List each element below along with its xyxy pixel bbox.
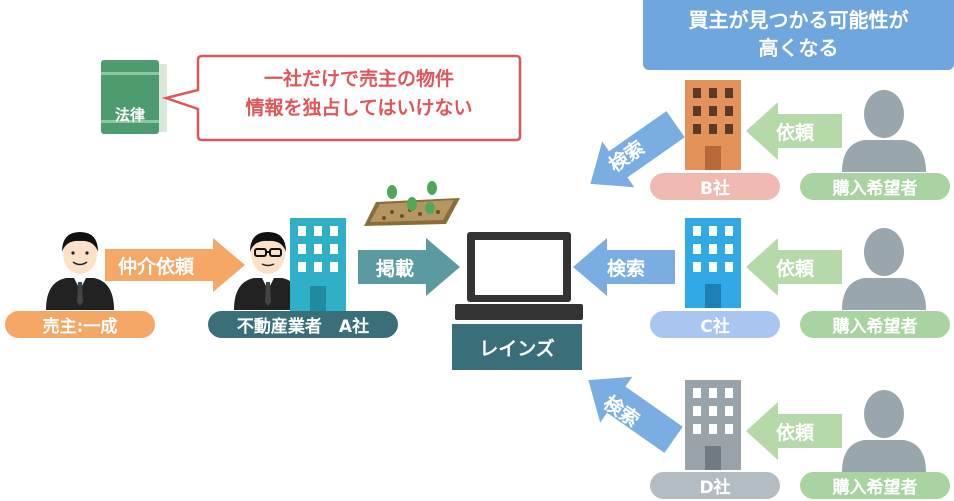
mediation-arrow xyxy=(105,238,245,292)
headline-line1: 買主が見つかる可能性が xyxy=(688,8,909,32)
reins-label: レインズ xyxy=(479,337,555,360)
mediation-label: 仲介依頼 xyxy=(118,256,195,278)
company-d-building-icon xyxy=(685,380,741,470)
search-label-c: 検索 xyxy=(607,258,646,280)
request-label-b: 依頼 xyxy=(776,122,815,144)
request-label-c: 依頼 xyxy=(776,258,815,280)
seller-person-icon xyxy=(46,232,114,310)
search-arrow-d xyxy=(588,376,683,453)
agent-person-icon xyxy=(234,232,302,310)
listing-label: 掲載 xyxy=(376,258,415,280)
land-plot-icon xyxy=(364,181,460,226)
seller-label: 売主:一成 xyxy=(5,311,155,338)
request-arrow-c xyxy=(746,238,842,296)
request-label-d: 依頼 xyxy=(776,422,815,444)
law-book-label: 法律 xyxy=(114,106,145,124)
request-arrow-d xyxy=(746,402,842,460)
buyer-c-label: 購入希望者 xyxy=(800,311,950,338)
agent-a-label: 不動産業者 A社 xyxy=(208,311,398,338)
buyer-d-person-icon xyxy=(842,390,926,472)
agent-a-building-icon xyxy=(290,218,346,312)
buyer-b-person-icon xyxy=(842,90,926,172)
law-note: 一社だけで売主の物件 情報を独占してはいけない xyxy=(198,65,520,123)
search-arrow-c xyxy=(573,238,675,296)
company-d-label: D社 xyxy=(650,472,780,499)
headline-panel: 買主が見つかる可能性が 高くなる xyxy=(643,0,954,70)
request-arrow-b xyxy=(746,102,842,160)
company-b-building-icon xyxy=(685,80,741,170)
company-c-label: C社 xyxy=(650,311,780,338)
computer-icon xyxy=(455,232,583,320)
company-c-building-icon xyxy=(685,218,741,308)
law-note-line1: 一社だけで売主の物件 xyxy=(263,68,454,90)
company-b-label: B社 xyxy=(650,173,780,200)
buyer-b-label: 購入希望者 xyxy=(800,173,950,200)
buyer-d-label: 購入希望者 xyxy=(800,472,950,499)
law-note-line2: 情報を独占してはいけない xyxy=(245,97,473,119)
headline-line2: 高くなる xyxy=(758,36,839,60)
search-arrow-b xyxy=(590,111,685,188)
law-bubble-shape xyxy=(162,54,522,142)
reins-label-box: レインズ xyxy=(452,324,582,370)
listing-arrow xyxy=(358,238,460,296)
buyer-c-person-icon xyxy=(842,228,926,310)
